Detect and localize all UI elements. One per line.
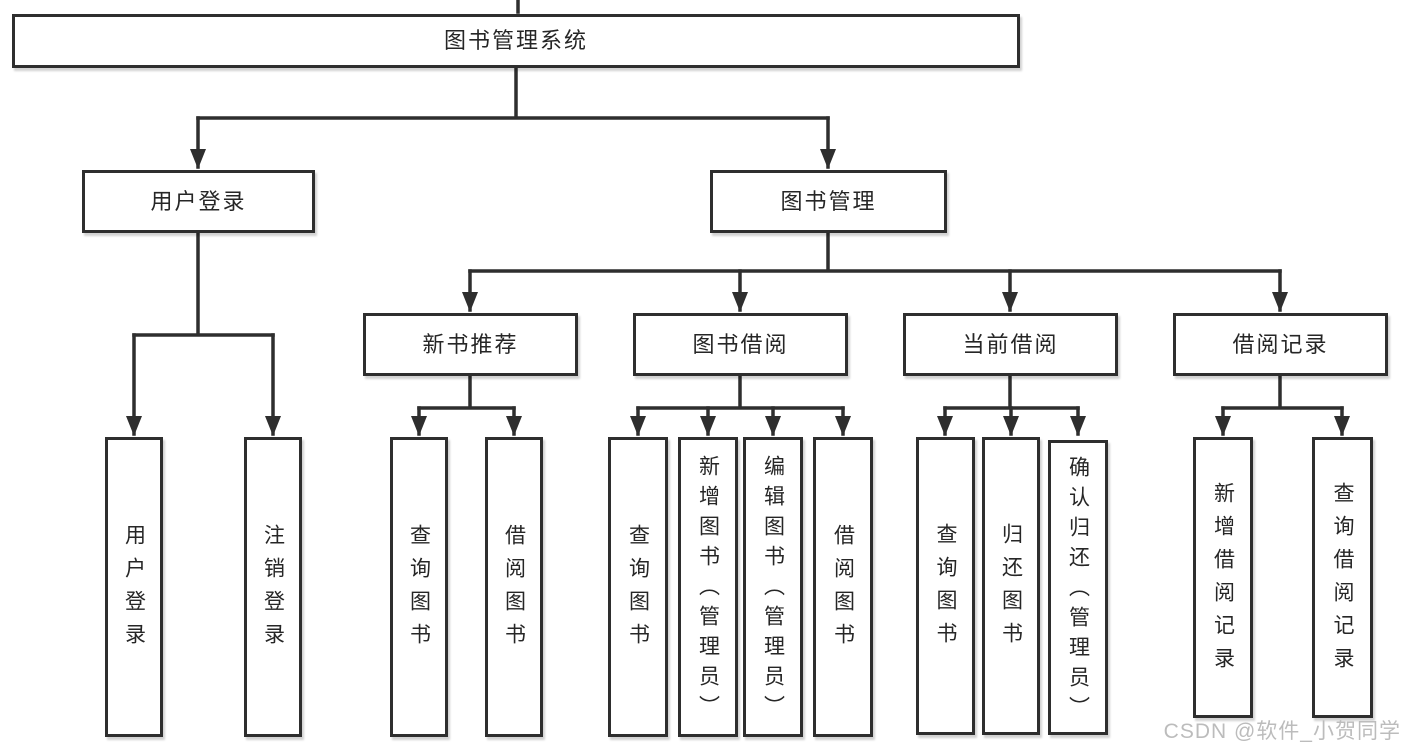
edge-record-trunk [1221,374,1344,410]
node-user-login: 用户登录 [82,170,315,233]
node-logout: 注销登录 [244,437,302,737]
edge-user-login-trunk [132,231,275,337]
node-bb-add-books-admin: 新增图书（管理员） [678,437,738,737]
node-current-borrowing: 当前借阅 [903,313,1118,376]
edge-book-mgmt-trunk [468,231,1282,273]
node-cb-return-books: 归还图书 [982,437,1040,735]
node-nb-borrow-books: 借阅图书 [485,437,543,737]
node-br-add-record: 新增借阅记录 [1193,437,1253,718]
edge-book-borrow-trunk [636,374,845,410]
node-library-system: 图书管理系统 [12,14,1020,68]
node-bb-borrow-books: 借阅图书 [813,437,873,737]
node-nb-query-books: 查询图书 [390,437,448,737]
node-bb-query-books: 查询图书 [608,437,668,737]
node-bb-edit-books-admin: 编辑图书（管理员） [743,437,803,737]
edge-root-trunk [196,66,830,120]
node-new-book-recommend: 新书推荐 [363,313,578,376]
node-br-query-record: 查询借阅记录 [1312,437,1373,718]
node-book-management: 图书管理 [710,170,947,233]
edge-current-trunk [943,374,1080,410]
node-book-borrowing: 图书借阅 [633,313,848,376]
node-borrowing-records: 借阅记录 [1173,313,1388,376]
edge-new-book-trunk [417,374,516,410]
node-user-login-leaf: 用户登录 [105,437,163,737]
node-cb-query-books: 查询图书 [916,437,975,735]
csdn-watermark: CSDN @软件_小贺同学 [1163,720,1401,743]
node-cb-confirm-return-admin: 确认归还（管理员） [1048,440,1108,735]
